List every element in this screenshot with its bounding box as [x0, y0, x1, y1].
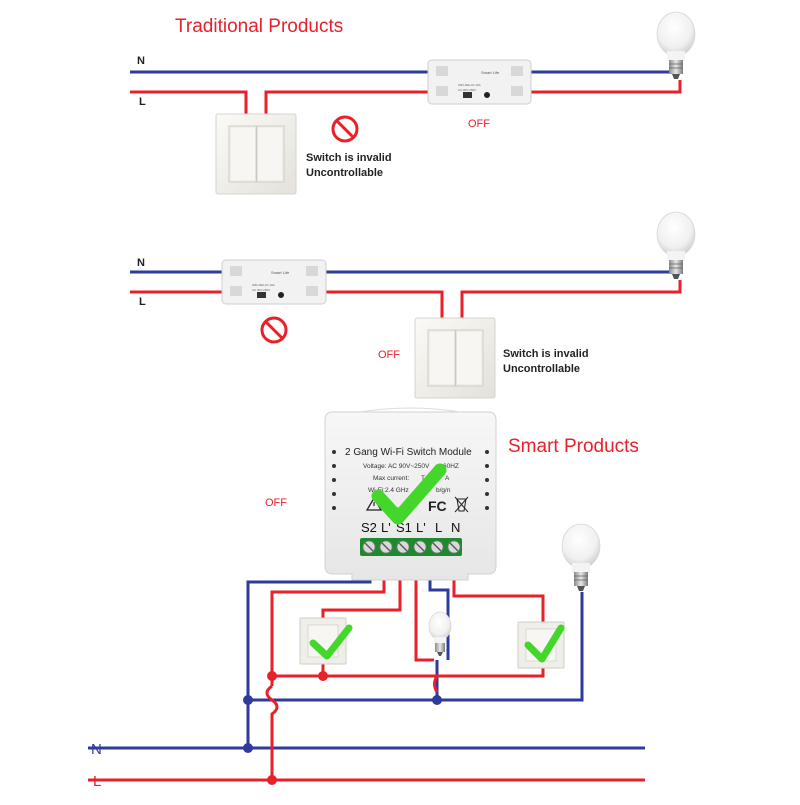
weee-bin-icon	[454, 496, 469, 513]
wire-label-l-1: L	[139, 96, 146, 108]
relay-2-spec-2: AC 90V-250V	[252, 288, 270, 292]
module-wifi: Wi-Fi:2.4 GHz	[368, 487, 409, 494]
invalid-note-2-line1: Switch is invalid	[503, 348, 589, 360]
relay-1-ce-mark	[463, 92, 472, 98]
live-wire-2	[130, 280, 682, 318]
relay-1-button	[484, 92, 490, 98]
wire-label-n-1: N	[137, 55, 145, 67]
module-current-unit: A	[445, 475, 450, 482]
module-current: Max current:	[373, 475, 409, 482]
smart-off-label: OFF	[265, 497, 287, 509]
light-bulb-icon	[561, 523, 601, 591]
relay-2-brand: Smart Life	[271, 270, 290, 275]
relay-2-spec-1: WiFi-RELAY-10A	[252, 283, 275, 287]
module-voltage: Voltage: AC 90V~250V	[363, 463, 430, 470]
light-bulb-icon	[428, 611, 452, 656]
module-wifi-std: b/g/n	[436, 487, 451, 494]
bus-label-l: L	[93, 773, 101, 790]
terminal-label-l-prime-1: L'	[381, 520, 391, 535]
smart-heading: Smart Products	[508, 436, 639, 457]
module-current-value: T	[421, 475, 425, 482]
live-wire-1	[130, 80, 682, 114]
relay-2-ce-mark	[257, 292, 266, 298]
relay-2-off-label: OFF	[378, 349, 400, 361]
check-icon	[371, 463, 447, 525]
check-icon	[309, 624, 353, 660]
terminal-label-l: L	[435, 520, 442, 535]
terminal-label-n: N	[451, 520, 460, 535]
relay-1-off-label: OFF	[468, 118, 490, 130]
wire-label-l-2: L	[139, 296, 146, 308]
fc-mark: FC	[428, 498, 447, 514]
bus-label-n: N	[91, 741, 102, 758]
smart-relay-1: Smart Life WiFi-RELAY-10A AC 90V-250V	[427, 59, 532, 105]
invalid-note-1-line2: Uncontrollable	[306, 167, 383, 179]
wall-switch-icon	[215, 113, 297, 195]
smart-relay-2: Smart Life WiFi-RELAY-10A AC 90V-250V	[221, 259, 327, 305]
relay-1-spec-1: WiFi-RELAY-10A	[458, 83, 481, 87]
check-icon	[524, 624, 565, 663]
relay-1-spec-2: AC 90V-250V	[458, 88, 476, 92]
module-title: 2 Gang Wi-Fi Switch Module	[345, 447, 472, 458]
wire-label-n-2: N	[137, 257, 145, 269]
light-bulb-icon	[656, 11, 696, 79]
wall-switch-icon	[414, 317, 496, 399]
traditional-heading: Traditional Products	[175, 16, 343, 37]
terminal-label-l-prime-2: L'	[416, 520, 426, 535]
terminal-label-s2: S2	[361, 520, 377, 535]
invalid-note-1-line1: Switch is invalid	[306, 152, 392, 164]
relay-2-button	[278, 292, 284, 298]
light-bulb-icon	[656, 211, 696, 279]
terminal-block	[360, 538, 462, 556]
no-entry-icon	[260, 316, 288, 344]
relay-1-brand: Smart Life	[481, 70, 500, 75]
junction-dots	[243, 671, 442, 785]
no-entry-icon	[331, 115, 359, 143]
invalid-note-2-line2: Uncontrollable	[503, 363, 580, 375]
module-frequency: 60HZ	[443, 463, 459, 470]
